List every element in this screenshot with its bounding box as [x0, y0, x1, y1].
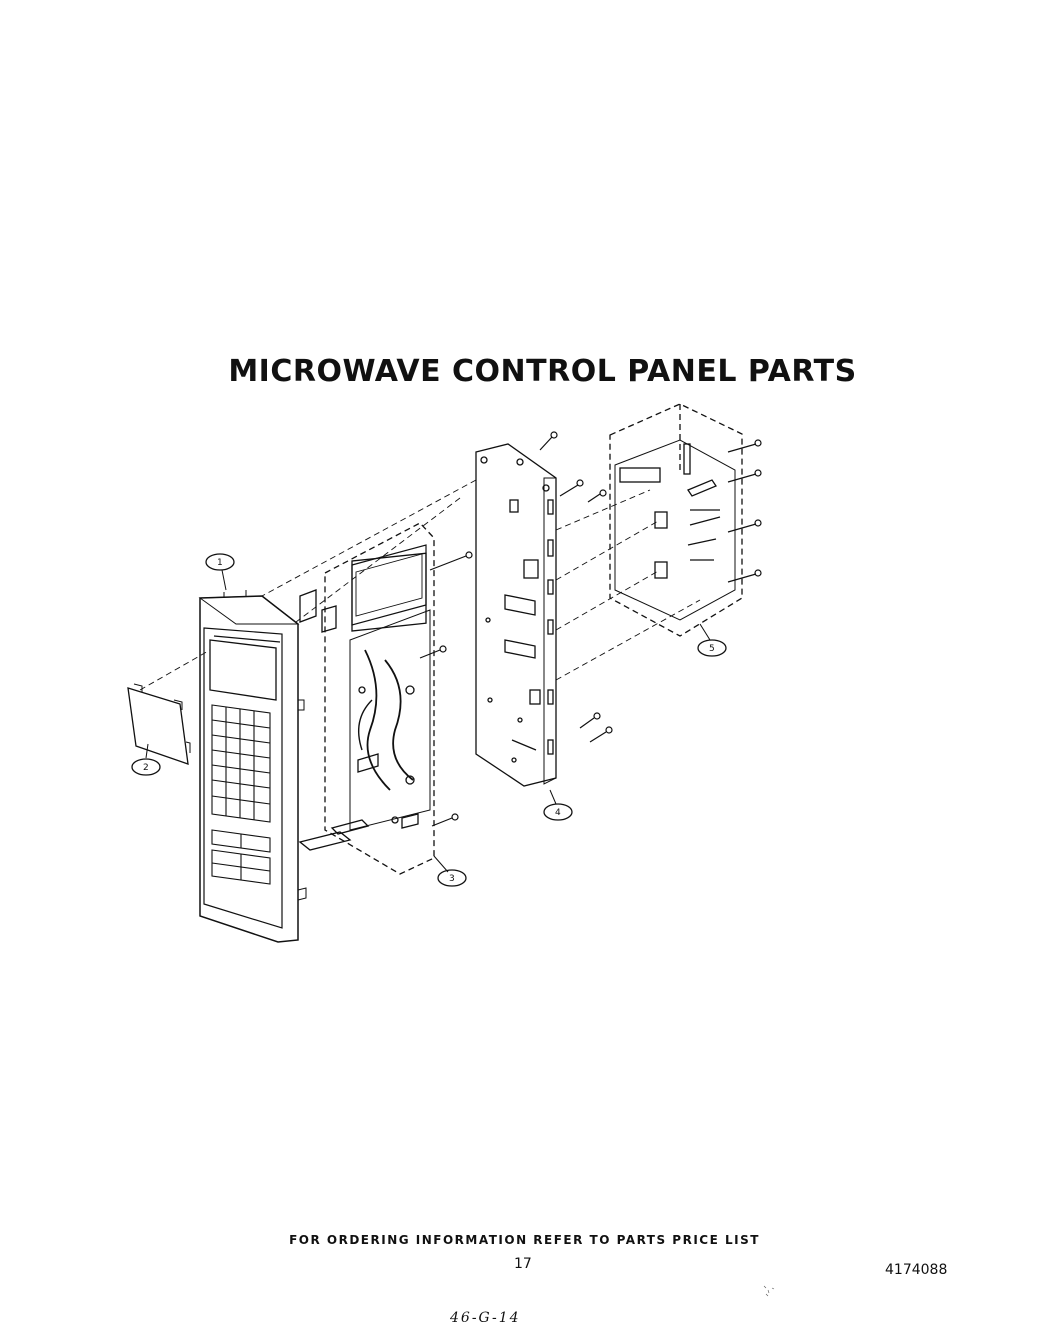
page-number: 17 [514, 1256, 532, 1272]
svg-text:2: 2 [143, 763, 149, 773]
svg-text:1: 1 [217, 558, 223, 568]
callout-5: 5 [697, 623, 727, 657]
rear-housing-part [609, 403, 762, 637]
callout-3: 3 [433, 855, 467, 887]
cover-plate-part [127, 649, 211, 765]
scan-speck [763, 1285, 775, 1297]
callout-2: 2 [131, 743, 161, 776]
svg-text:4: 4 [555, 808, 561, 818]
callout-4: 4 [543, 789, 573, 821]
front-panel-part [198, 590, 307, 943]
handwritten-note: 46-G-14 [450, 1310, 521, 1326]
mounting-plate-part [475, 431, 613, 787]
callout-1: 1 [205, 553, 235, 591]
document-number: 4174088 [885, 1262, 948, 1278]
svg-text:5: 5 [709, 644, 715, 654]
svg-text:3: 3 [449, 874, 455, 884]
page-title: MICROWAVE CONTROL PANEL PARTS [228, 354, 857, 389]
ordering-info-footer: FOR ORDERING INFORMATION REFER TO PARTS … [289, 1233, 760, 1247]
circuit-board-part [298, 522, 473, 875]
alignment-lines [261, 479, 701, 681]
